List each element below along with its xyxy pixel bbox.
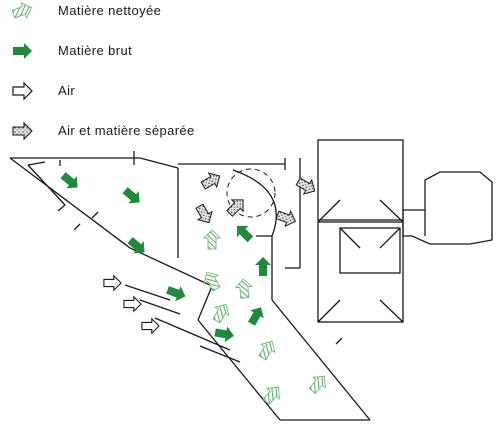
raw-arrow <box>255 257 271 276</box>
air-arrow <box>141 318 160 334</box>
separated-arrow <box>223 193 250 220</box>
raw-arrow <box>164 282 189 304</box>
cleaned-arrow <box>203 229 221 250</box>
raw-arrow <box>244 303 268 328</box>
raw-material-arrows <box>57 169 271 344</box>
cleaned-arrow <box>234 277 254 300</box>
separated-arrow <box>293 174 320 199</box>
legend-item-separated: Air et matière séparée <box>8 121 308 141</box>
legend-label: Matière brut <box>58 43 133 58</box>
legend-label: Air et matière séparée <box>58 123 195 138</box>
raw-arrow <box>231 220 257 246</box>
air-arrow <box>103 275 122 291</box>
separated-arrow <box>192 201 217 228</box>
raw-arrow <box>213 324 236 344</box>
legend-label: Matière nettoyée <box>58 3 162 18</box>
cleaned-arrow <box>305 370 332 397</box>
raw-arrow <box>57 169 83 194</box>
separated-arrow <box>198 168 225 193</box>
separated-arrow <box>274 206 299 230</box>
cleaned-arrow <box>255 336 280 363</box>
raw-arrow <box>119 184 145 209</box>
cleaned-arrow <box>199 267 224 294</box>
building-outline <box>9 139 493 421</box>
cleaned-arrow <box>259 381 286 408</box>
legend-label: Air <box>58 83 76 98</box>
air-arrow <box>123 296 142 312</box>
cleaned-arrow <box>209 299 234 326</box>
cleaned-material-arrows <box>199 229 332 408</box>
legend-item-cleaned: Matière nettoyée <box>8 1 308 21</box>
legend-item-raw: Matière brut <box>8 41 308 61</box>
legend-item-air: Air <box>8 81 308 101</box>
air-arrows <box>103 275 160 334</box>
